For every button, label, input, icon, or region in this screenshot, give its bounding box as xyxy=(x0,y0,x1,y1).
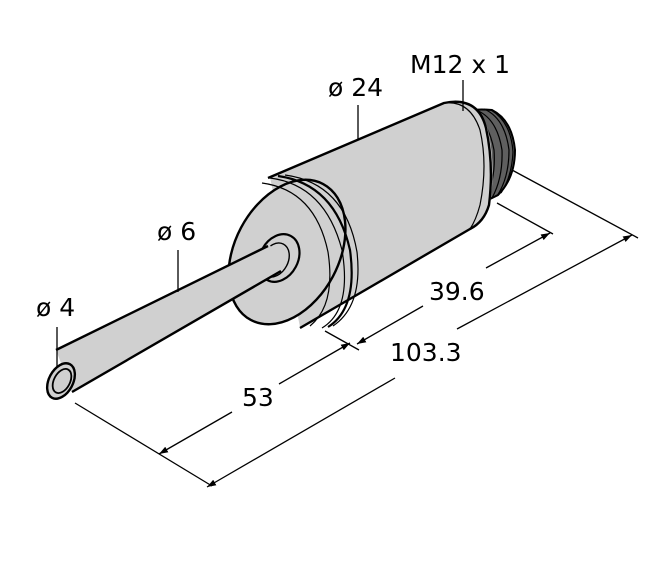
probe-tube xyxy=(45,244,283,400)
housing-length-label: 39.6 xyxy=(429,277,485,306)
leader-lines xyxy=(56,80,464,368)
dimension-lines xyxy=(158,232,633,488)
sensor-housing xyxy=(227,100,493,330)
connector-thread-label: M12 x 1 xyxy=(410,50,510,79)
total-length-label: 103.3 xyxy=(390,338,462,367)
probe-tip-diameter-label: ø 4 xyxy=(36,293,75,322)
extension-lines xyxy=(74,169,639,487)
probe-length-label: 53 xyxy=(242,383,274,412)
probe-diameter-label: ø 6 xyxy=(157,217,196,246)
housing-diameter-label: ø 24 xyxy=(328,73,383,102)
